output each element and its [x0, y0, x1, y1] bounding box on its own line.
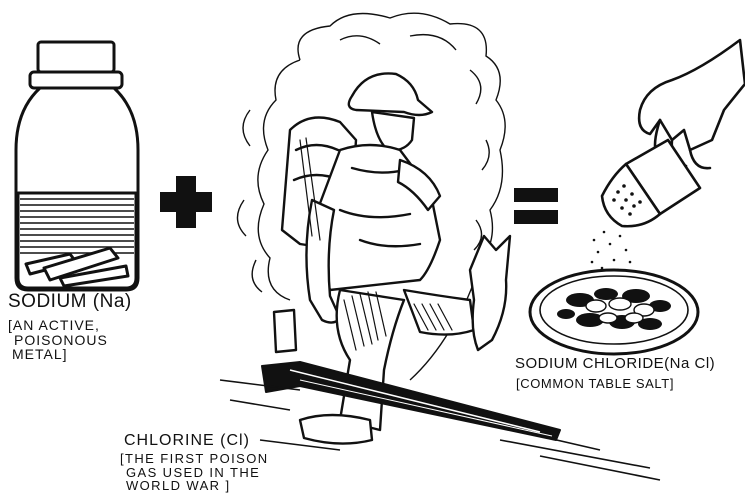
salt-plate-icon [530, 270, 698, 354]
sodium-description: [AN ACTIVE, POISONOUS METAL] [8, 318, 108, 362]
salt-shaker-icon [602, 40, 745, 226]
sodium-desc-line-3: METAL] [8, 347, 108, 362]
sodium-chloride-desc-line: [COMMON TABLE SALT] [516, 377, 674, 391]
chlorine-description: [THE FIRST POISON GAS USED IN THE WORLD … [120, 452, 269, 493]
ground-lines [220, 380, 660, 480]
chlorine-desc-line-3: WORLD WAR ] [120, 479, 269, 493]
jar-icon [16, 42, 138, 290]
sodium-chloride-name: SODIUM CHLORIDE(Na Cl) [515, 356, 715, 372]
sodium-name: SODIUM (Na) [8, 292, 132, 312]
chlorine-label: CHLORINE (Cl) [124, 433, 250, 450]
chlorine-desc-line-2: GAS USED IN THE [120, 466, 269, 480]
sodium-desc-line-2: POISONOUS [8, 333, 108, 348]
sodium-label: SODIUM (Na) [8, 292, 132, 312]
sodium-chloride-label: SODIUM CHLORIDE(Na Cl) [515, 356, 715, 372]
equals-sign [514, 188, 558, 224]
chlorine-name: CHLORINE (Cl) [124, 433, 250, 450]
sodium-chloride-description: [COMMON TABLE SALT] [516, 377, 674, 391]
chlorine-desc-line-1: [THE FIRST POISON [120, 452, 269, 466]
plus-sign [160, 176, 212, 228]
sodium-desc-line-1: [AN ACTIVE, [8, 318, 108, 333]
